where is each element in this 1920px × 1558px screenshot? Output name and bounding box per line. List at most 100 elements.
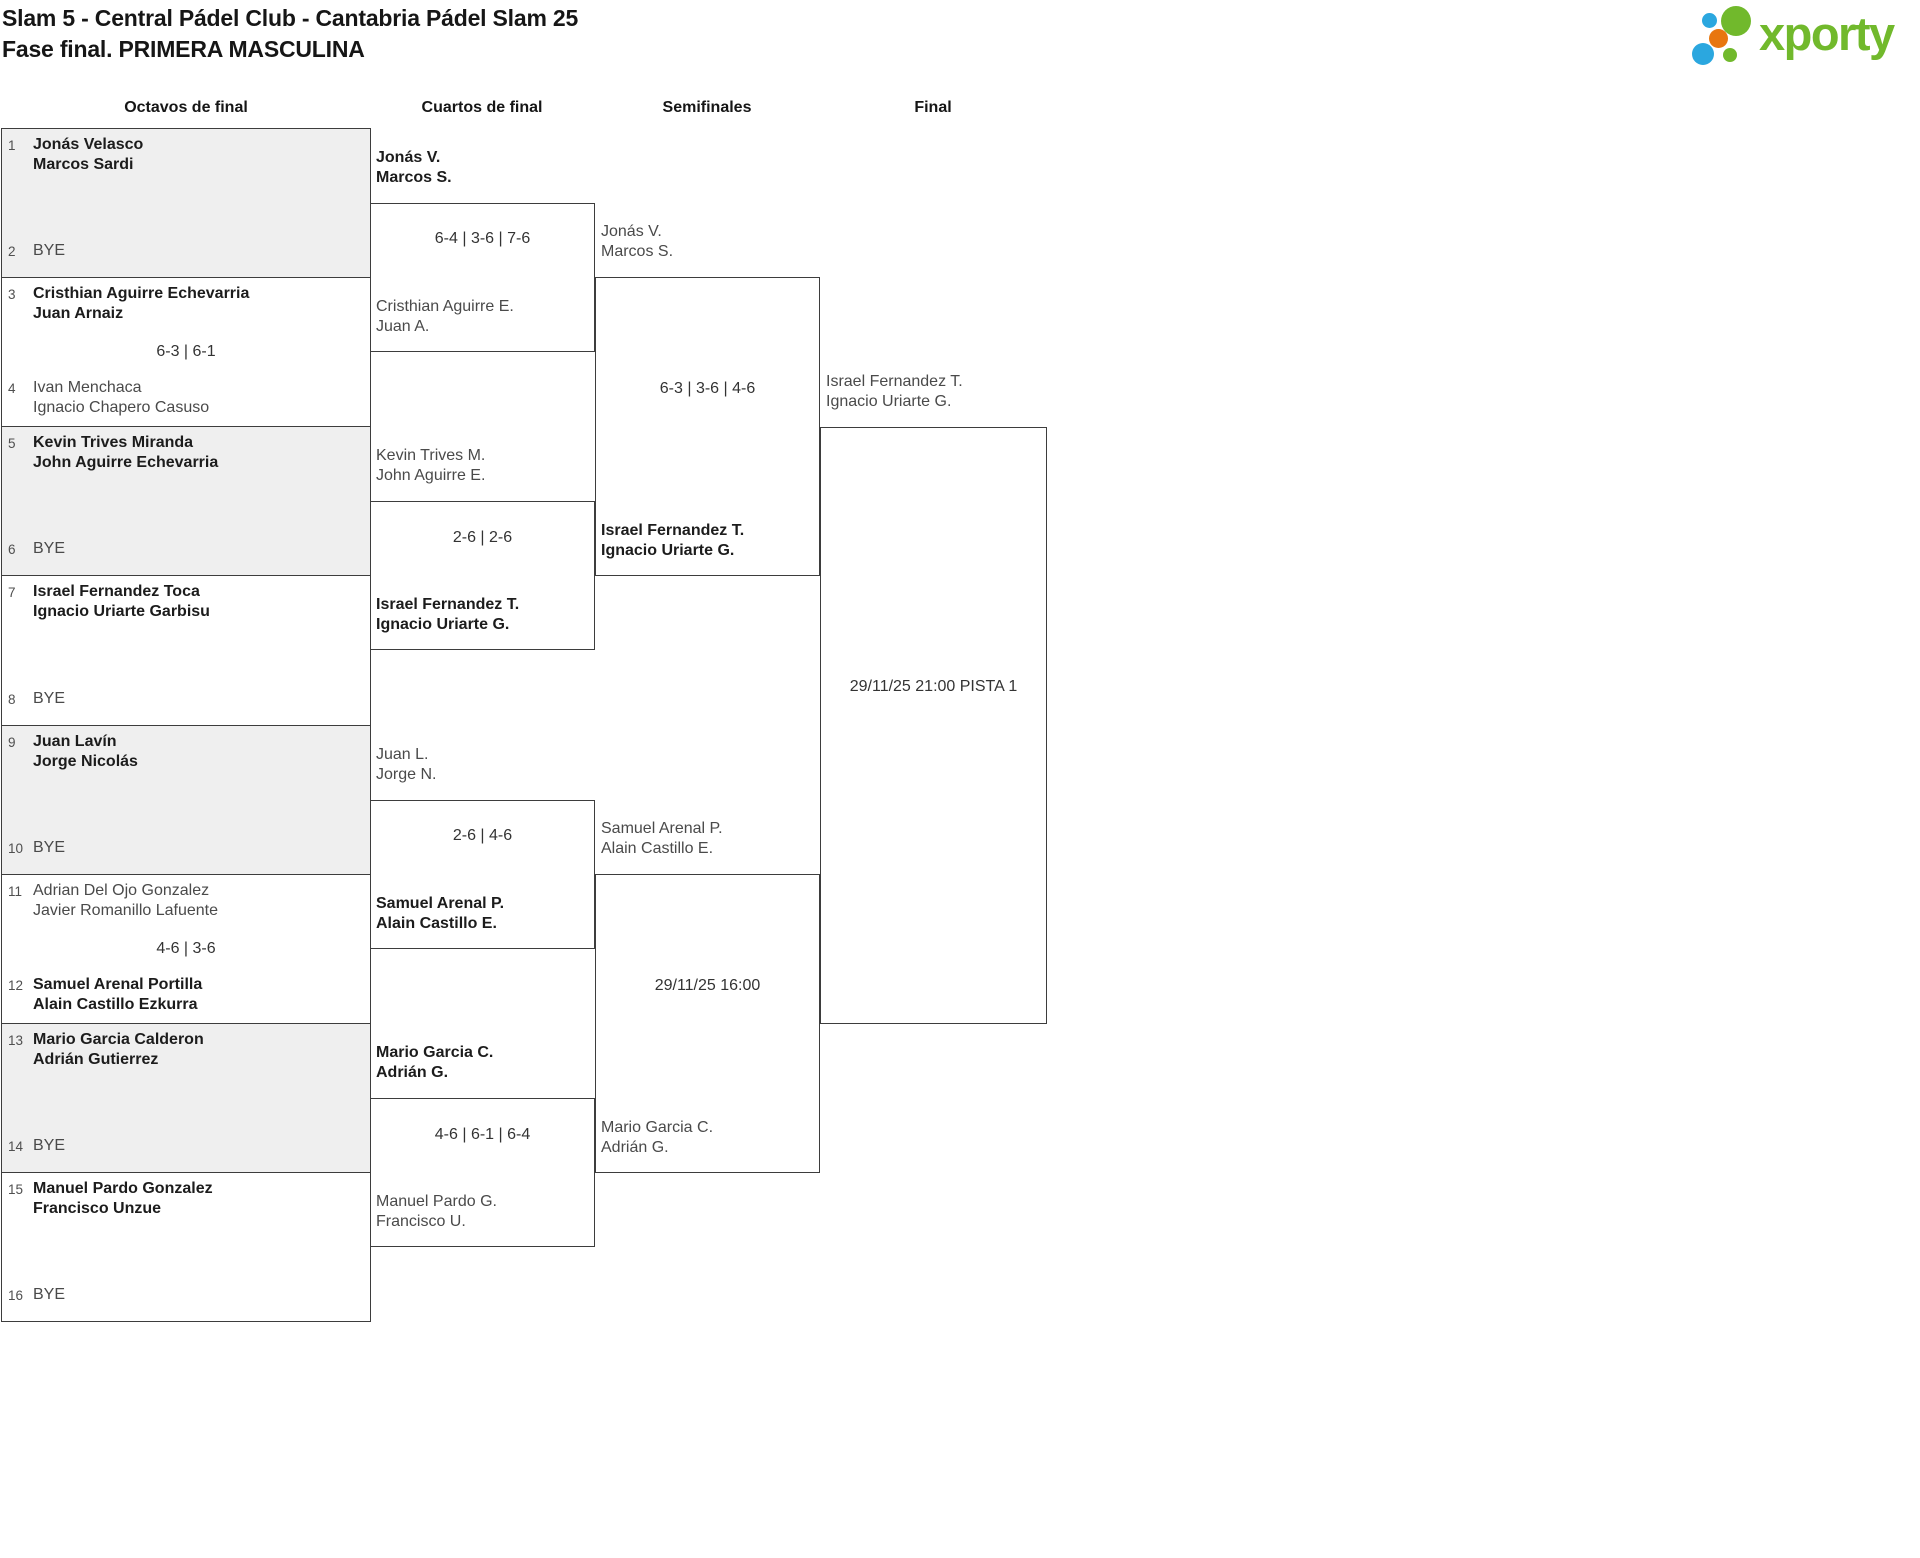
player-name: Adrian Del Ojo Gonzalez — [33, 881, 210, 899]
player-name: Marcos Sardi — [33, 156, 134, 173]
player-name: Samuel Arenal P. — [601, 820, 723, 838]
r16-slot-6: 6 BYE — [8, 539, 366, 559]
logo-dot-green-small — [1723, 48, 1737, 62]
qf4-team1: Mario Garcia C. Adrián G. — [376, 1043, 493, 1083]
player-name: Ignacio Uriarte G. — [376, 616, 510, 634]
r16-slot-14: 14 BYE — [8, 1136, 366, 1156]
player-name: Mario Garcia C. — [376, 1044, 494, 1062]
seed-number: 14 — [8, 1138, 24, 1154]
xporty-logo[interactable]: xporty — [1692, 2, 1895, 66]
r16-slot-9: 9 Juan Lavín Jorge Nicolás — [8, 732, 366, 772]
r16-slot-4: 4 Ivan Menchaca Ignacio Chapero Casuso — [8, 378, 366, 418]
player-name: Samuel Arenal Portilla — [33, 975, 203, 993]
team-names: Samuel Arenal Portilla Alain Castillo Ez… — [33, 975, 202, 1015]
sf2-team2: Mario Garcia C. Adrián G. — [601, 1118, 713, 1158]
seed-number: 5 — [8, 436, 16, 452]
r16-match-8: 15 Manuel Pardo Gonzalez Francisco Unzue… — [2, 1172, 370, 1321]
team-names: Juan Lavín Jorge Nicolás — [33, 732, 138, 772]
seed-number: 12 — [8, 977, 24, 993]
team-names: Cristhian Aguirre Echevarria Juan Arnaiz — [33, 284, 249, 324]
match-score: 6-3 | 6-1 — [156, 343, 216, 361]
player-name: Ignacio Uriarte G. — [601, 541, 735, 559]
column-header-final: Final — [914, 99, 952, 116]
r16-slot-16: 16 BYE — [8, 1285, 366, 1305]
r16-slot-12: 12 Samuel Arenal Portilla Alain Castillo… — [8, 975, 366, 1015]
team-names: Adrian Del Ojo Gonzalez Javier Romanillo… — [33, 881, 218, 921]
qf4-team2: Manuel Pardo G. Francisco U. — [376, 1192, 497, 1232]
sf2-schedule: 29/11/25 16:00 — [654, 976, 761, 994]
qf-match-2-box — [370, 501, 595, 651]
seed-number: 3 — [8, 287, 16, 303]
player-name: Jorge Nicolás — [33, 752, 138, 770]
qf4-score: 4-6 | 6-1 | 6-4 — [434, 1125, 531, 1143]
logo-dot-blue-large — [1692, 43, 1714, 65]
seed-number: 11 — [8, 883, 23, 899]
player-name: Jonás V. — [376, 148, 441, 166]
player-name: Ignacio Uriarte G. — [826, 392, 952, 410]
logo-dot-orange — [1709, 29, 1728, 48]
player-name: John Aguirre Echevarria — [33, 454, 219, 472]
player-name: Alain Castillo E. — [601, 840, 714, 858]
seed-number: 15 — [8, 1181, 24, 1197]
r16-match-1: 1 Jonás Velasco Marcos Sardi 2 BYE — [2, 129, 370, 279]
r16-match-2: 3 Cristhian Aguirre Echevarria Juan Arna… — [2, 278, 370, 428]
qf1-team2: Cristhian Aguirre E. Juan A. — [376, 297, 514, 337]
phase-subtitle: Fase final. PRIMERA MASCULINA — [2, 36, 365, 62]
sf1-score: 6-3 | 3-6 | 4-6 — [659, 379, 756, 397]
r16-match-6: 11 Adrian Del Ojo Gonzalez Javier Romani… — [2, 874, 370, 1024]
team-names: Manuel Pardo Gonzalez Francisco Unzue — [33, 1179, 213, 1219]
sf2-team1: Samuel Arenal P. Alain Castillo E. — [601, 819, 723, 859]
r16-match-5: 9 Juan Lavín Jorge Nicolás 10 BYE — [2, 725, 370, 875]
seed-number: 4 — [8, 381, 16, 397]
qf2-score: 2-6 | 2-6 — [452, 528, 513, 546]
player-name: Ignacio Uriarte Garbisu — [33, 603, 210, 621]
r16-slot-5: 5 Kevin Trives Miranda John Aguirre Eche… — [8, 433, 366, 473]
logo-dot-blue-small — [1702, 13, 1717, 28]
bye-label: BYE — [33, 1286, 66, 1303]
player-name: Manuel Pardo G. — [376, 1193, 497, 1211]
r16-match-7: 13 Mario Garcia Calderon Adrián Gutierre… — [2, 1023, 370, 1173]
qf-match-4-box — [370, 1098, 595, 1248]
player-name: Israel Fernandez Toca — [33, 583, 200, 601]
team-names: Jonás Velasco Marcos Sardi — [33, 135, 143, 175]
seed-number: 16 — [8, 1288, 24, 1303]
player-name: Kevin Trives M. — [376, 447, 486, 465]
player-name: Juan Lavín — [33, 732, 117, 750]
player-name: Marcos S. — [601, 243, 674, 261]
seed-number: 8 — [8, 691, 16, 707]
seed-number: 10 — [8, 840, 24, 856]
r16-match-3: 5 Kevin Trives Miranda John Aguirre Eche… — [2, 427, 370, 577]
qf3-team1: Juan L. Jorge N. — [376, 745, 436, 785]
player-name: Adrián G. — [376, 1064, 449, 1082]
player-name: Adrián G. — [601, 1138, 669, 1156]
qf3-score: 2-6 | 4-6 — [452, 827, 513, 845]
bye-label: BYE — [33, 540, 66, 558]
team-names: Kevin Trives Miranda John Aguirre Echeva… — [33, 433, 218, 473]
player-name: Israel Fernandez T. — [601, 521, 745, 539]
column-header-octavos: Octavos de final — [124, 99, 248, 116]
sf-match-1-box — [595, 277, 820, 576]
player-name: Jorge N. — [376, 765, 437, 783]
qf-match-1-box — [370, 202, 595, 352]
seed-number: 9 — [8, 734, 16, 750]
team-names: Mario Garcia Calderon Adrián Gutierrez — [33, 1030, 204, 1070]
r16-match-4: 7 Israel Fernandez Toca Ignacio Uriarte … — [2, 576, 370, 726]
seed-number: 6 — [8, 542, 16, 558]
player-name: Juan A. — [376, 317, 430, 335]
page-title: Slam 5 - Central Pádel Club - Cantabria … — [2, 3, 578, 65]
xporty-logo-icon — [1692, 2, 1751, 66]
player-name: Cristhian Aguirre E. — [376, 297, 514, 315]
r16-slot-11: 11 Adrian Del Ojo Gonzalez Javier Romani… — [8, 881, 366, 921]
player-name: Juan L. — [376, 745, 429, 763]
player-name: Alain Castillo E. — [376, 914, 497, 932]
player-name: Juan Arnaiz — [33, 305, 124, 323]
qf1-team1: Jonás V. Marcos S. — [376, 148, 452, 188]
logo-wordmark: xporty — [1759, 7, 1895, 60]
bye-label: BYE — [33, 838, 66, 856]
logo-dot-green-large — [1721, 6, 1751, 36]
bye-label: BYE — [33, 242, 66, 260]
bye-label: BYE — [33, 1136, 66, 1154]
player-name: Cristhian Aguirre Echevarria — [33, 285, 250, 303]
seed-number: 2 — [8, 244, 16, 260]
